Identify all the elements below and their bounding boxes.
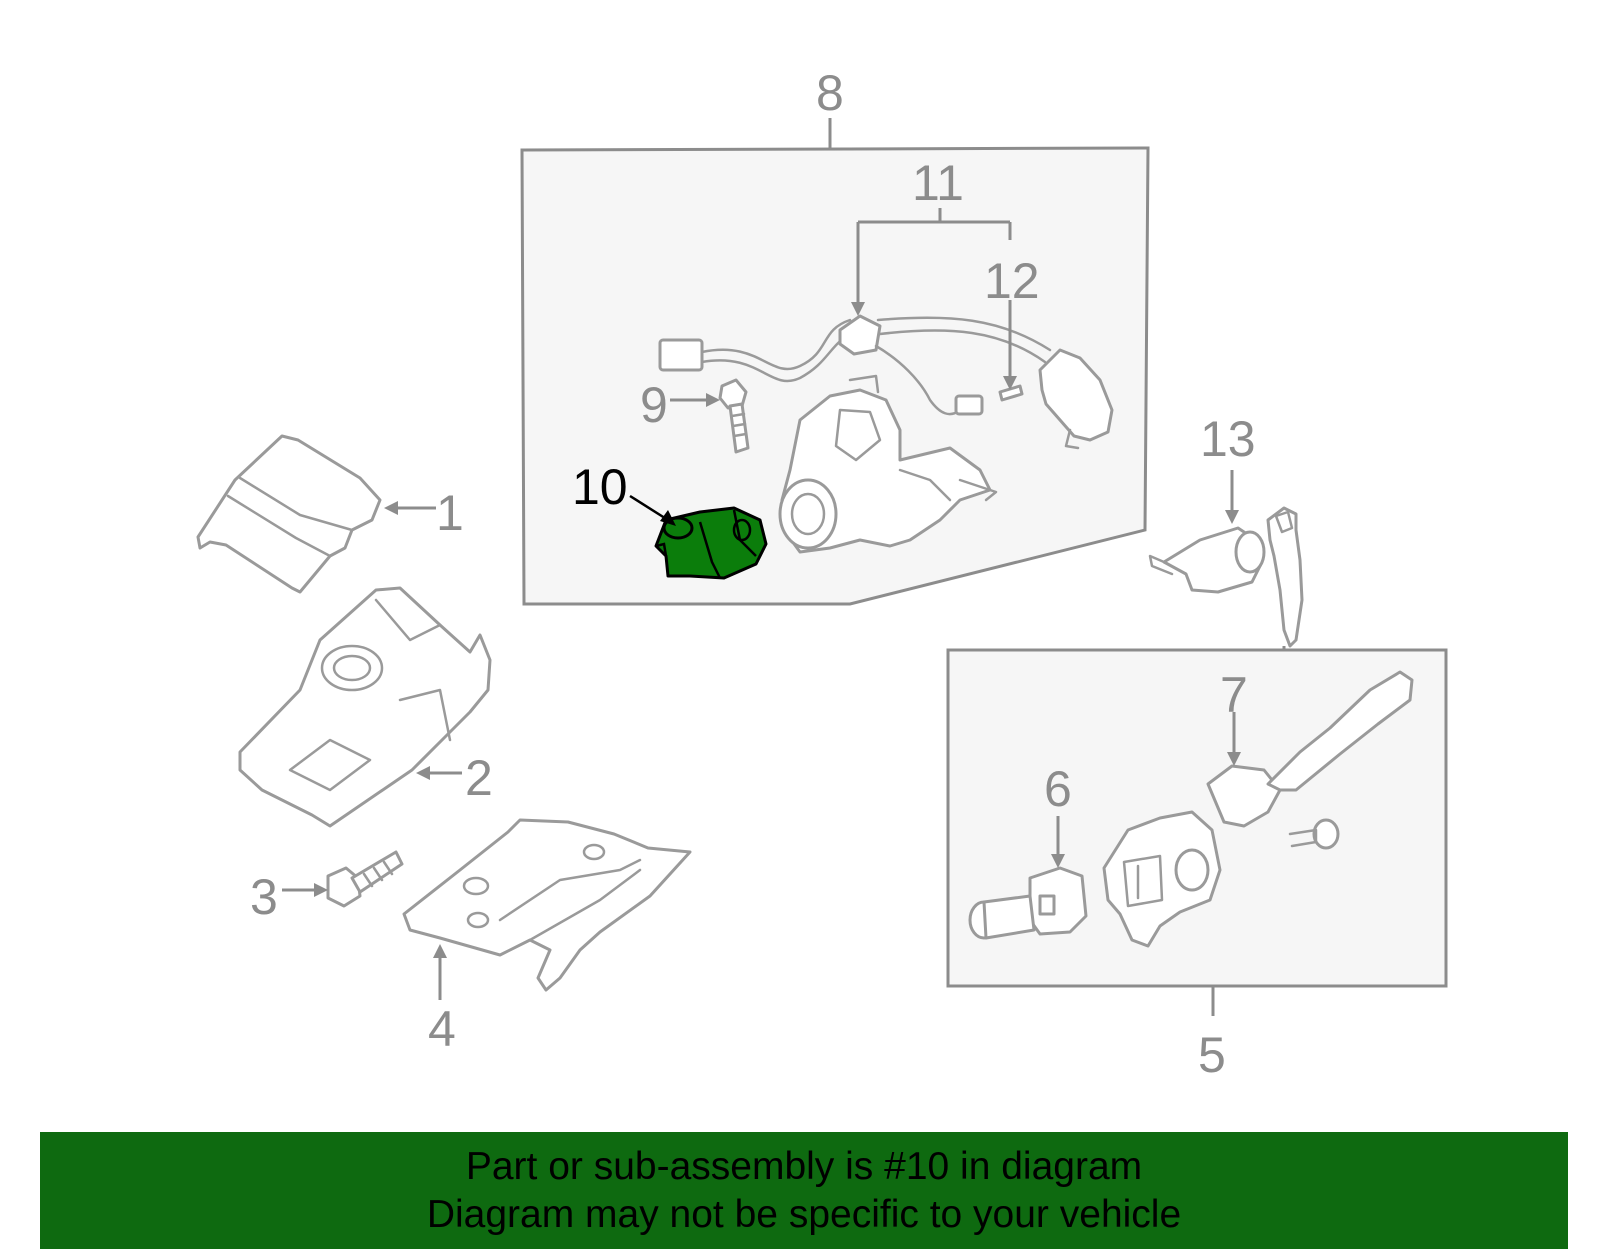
lock-cylinder-part-13 <box>1148 506 1304 648</box>
callout-1: 1 <box>436 485 464 541</box>
callout-3: 3 <box>250 869 278 925</box>
callout-4: 4 <box>428 1001 456 1057</box>
bolt-part-9 <box>718 378 750 454</box>
ignition-switch-part-10-highlighted <box>654 506 768 580</box>
leader-10 <box>629 494 669 522</box>
screw-part-3 <box>326 850 404 908</box>
lower-column-cover-part-2 <box>238 586 492 828</box>
callout-13: 13 <box>1200 411 1256 467</box>
wire-harness-part-11 <box>658 314 1114 450</box>
info-banner: Part or sub-assembly is #10 in diagram D… <box>40 1132 1568 1249</box>
callout-7: 7 <box>1220 667 1248 723</box>
upper-column-cover-part-1 <box>196 434 382 594</box>
switch-body <box>1102 810 1222 948</box>
callout-11: 11 <box>912 155 964 211</box>
callout-8: 8 <box>816 65 844 121</box>
wiper-switch-part-7 <box>1206 670 1414 850</box>
combination-switch-part-6 <box>968 866 1088 940</box>
lock-housing <box>778 374 998 554</box>
callout-5: 5 <box>1198 1027 1226 1083</box>
callout-9: 9 <box>640 377 668 433</box>
callout-10: 10 <box>572 459 628 515</box>
banner-line-part-number: Part or sub-assembly is #10 in diagram <box>465 1144 1143 1188</box>
callout-2: 2 <box>465 750 493 806</box>
callout-12: 12 <box>984 253 1040 309</box>
callout-6: 6 <box>1044 761 1072 817</box>
bracket-part-4 <box>402 818 692 992</box>
banner-line-disclaimer: Diagram may not be specific to your vehi… <box>426 1192 1182 1236</box>
